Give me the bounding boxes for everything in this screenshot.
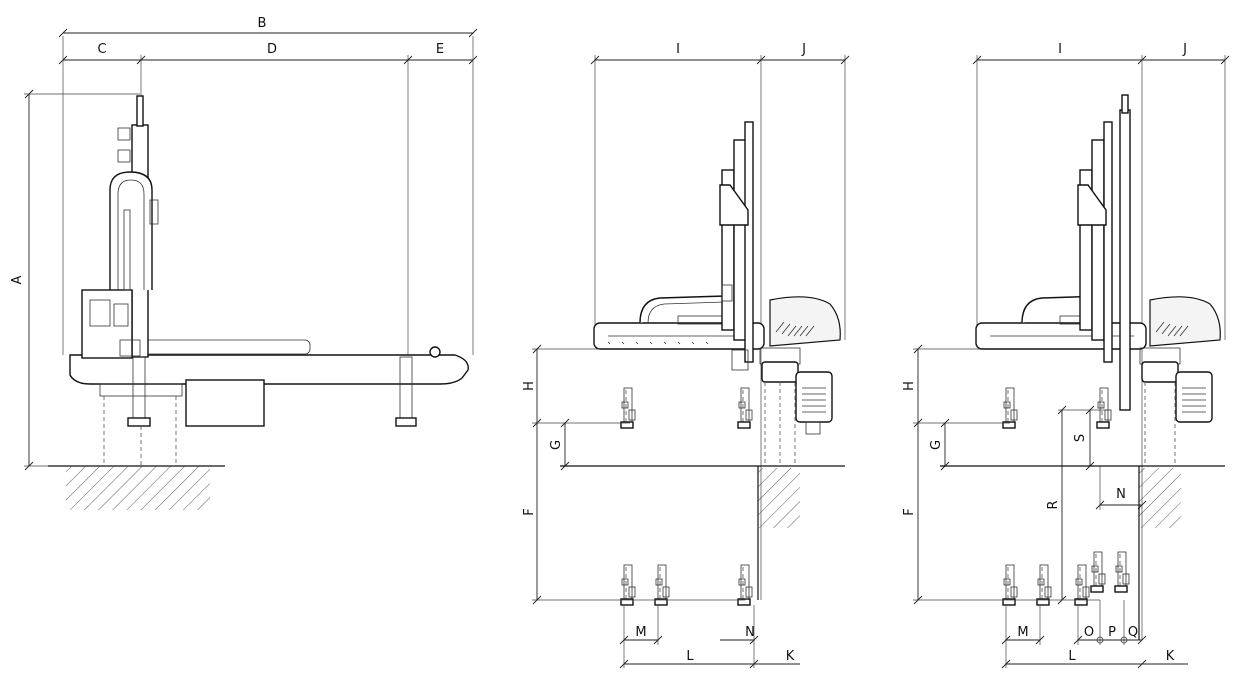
label-k: K xyxy=(786,649,795,664)
label-q: Q xyxy=(1128,625,1138,640)
label-b: B xyxy=(258,16,267,31)
dimension-labels: B C D E A I J H G F M N L K I J H G F S … xyxy=(10,16,1187,664)
label-a: A xyxy=(10,275,25,284)
front-view xyxy=(24,28,478,510)
label-f-2: F xyxy=(902,508,917,515)
label-l-2: L xyxy=(1068,649,1076,664)
label-l: L xyxy=(686,649,694,664)
label-j-2: J xyxy=(1182,42,1187,57)
label-f: F xyxy=(522,508,537,515)
control-cabinet xyxy=(185,379,265,427)
ground-hatching-1 xyxy=(66,466,210,510)
ground-hatching-2 xyxy=(758,468,800,528)
label-r: R xyxy=(1046,500,1061,509)
label-e: E xyxy=(436,42,444,57)
motor-housing xyxy=(769,296,841,347)
label-i: I xyxy=(676,42,680,57)
label-n-2: N xyxy=(1116,487,1126,502)
label-p: P xyxy=(1108,625,1116,640)
label-k-2: K xyxy=(1166,649,1175,664)
label-h-2: H xyxy=(902,381,917,391)
label-j: J xyxy=(801,42,806,57)
label-c: C xyxy=(97,42,106,57)
servo-box-2 xyxy=(1175,371,1213,423)
label-m-2: M xyxy=(1017,625,1028,640)
servo-box xyxy=(795,371,833,423)
label-o: O xyxy=(1084,625,1094,640)
label-s: S xyxy=(1073,434,1088,442)
label-d: D xyxy=(267,42,277,57)
label-n: N xyxy=(745,625,755,640)
side-view xyxy=(532,55,850,669)
motor-housing-2 xyxy=(1149,296,1221,347)
label-m: M xyxy=(635,625,646,640)
label-i-2: I xyxy=(1058,42,1062,57)
label-g: G xyxy=(549,440,564,450)
label-h: H xyxy=(522,381,537,391)
side-view-variant xyxy=(913,55,1230,669)
base-beam xyxy=(69,354,469,385)
label-g-2: G xyxy=(929,440,944,450)
vertical-arm-2 xyxy=(744,121,754,363)
ground-hatching-3 xyxy=(1139,468,1181,528)
vertical-arm-3 xyxy=(1103,121,1113,363)
